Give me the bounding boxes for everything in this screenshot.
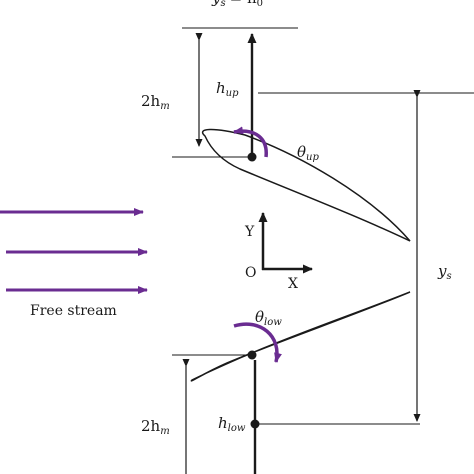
axis-x-label: X bbox=[288, 276, 298, 292]
upper-2hm-label: 2hm bbox=[141, 92, 170, 112]
upper-airfoil bbox=[202, 128, 411, 242]
theta-low-label: θlow bbox=[255, 308, 282, 328]
axis-origin-label: O bbox=[245, 265, 256, 281]
h-low-label: hlow bbox=[218, 414, 246, 434]
ys-right-label: ys bbox=[437, 262, 452, 282]
lower-2hm-label: 2hm bbox=[141, 417, 170, 437]
h-up-label: hup bbox=[216, 79, 239, 99]
theta-up-label: θup bbox=[297, 143, 319, 163]
lower-reference-point bbox=[250, 419, 260, 429]
theta-low-rotation-arrow bbox=[233, 322, 282, 363]
lower-airfoil bbox=[190, 291, 411, 382]
axis-y-label: Y bbox=[244, 224, 255, 240]
top-cut-label: ys= h0 bbox=[211, 0, 263, 9]
theta-up-rotation-arrow bbox=[233, 126, 268, 158]
upper-pivot-point bbox=[247, 152, 257, 162]
free-stream-label: Free stream bbox=[30, 303, 117, 319]
